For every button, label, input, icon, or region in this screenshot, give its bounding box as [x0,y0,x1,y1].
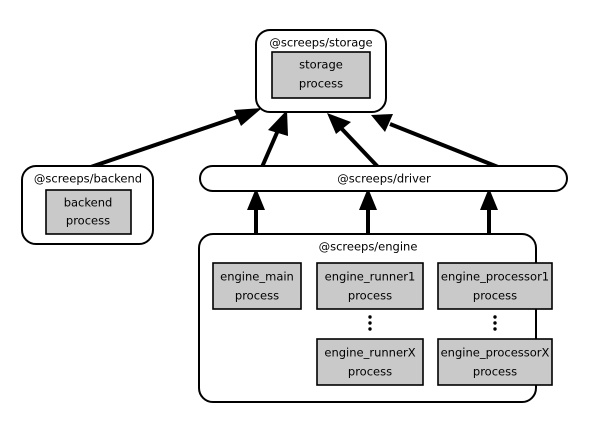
process-backend-box[interactable] [45,189,132,235]
package-storage[interactable]: @screeps/storage storage process [255,29,387,113]
process-engine-processor1-label-line2: process [473,289,517,303]
process-engine-processorx-box[interactable] [437,338,553,386]
package-driver-label: @screeps/driver [337,172,431,186]
runner-ellipsis-icon [368,315,372,331]
process-engine-main-label-line1: engine_main [220,270,294,284]
edge-engine-mid-to-driver [359,188,377,234]
process-engine-runner1-label-line2: process [348,289,392,303]
process-engine-runnerx-box[interactable] [316,338,424,386]
process-backend-label-line1: backend [64,196,113,210]
package-storage-label: @screeps/storage [269,36,372,50]
process-engine-runnerx-label-line2: process [348,365,392,379]
process-storage-label-line1: storage [299,58,343,72]
process-engine-runner1-box[interactable] [316,262,424,310]
package-engine-label: @screeps/engine [319,240,418,254]
process-engine-runner1-label-line1: engine_runner1 [325,270,416,284]
edge-backend-to-storage [81,108,262,172]
process-engine-processorx-label-line2: process [473,365,517,379]
package-backend[interactable]: @screeps/backend backend process [21,165,154,245]
edge-engine-left-to-driver [247,188,265,234]
package-backend-label: @screeps/backend [34,172,142,186]
process-engine-processor1-label-line1: engine_processor1 [441,270,549,284]
process-engine-processor1-box[interactable] [437,262,553,310]
process-engine-runnerx-label-line1: engine_runnerX [324,346,415,360]
edge-engine-right-to-driver [480,188,498,234]
process-engine-main-label-line2: process [235,289,279,303]
package-driver[interactable]: @screeps/driver [199,165,568,192]
edge-driver-right-to-storage [371,114,499,169]
package-driver-outline [199,165,568,192]
process-engine-processorx-label-line1: engine_processorX [441,346,550,360]
process-storage-box[interactable] [271,51,371,99]
process-engine-main-box[interactable] [212,262,302,310]
package-engine[interactable]: @screeps/engine engine_main process engi… [198,233,553,403]
edge-driver-left-to-storage [260,110,288,168]
edge-driver-mid-to-storage [327,113,380,169]
processor-ellipsis-icon [493,315,497,331]
process-storage-label-line2: process [299,77,343,91]
process-backend-label-line2: process [66,214,110,228]
